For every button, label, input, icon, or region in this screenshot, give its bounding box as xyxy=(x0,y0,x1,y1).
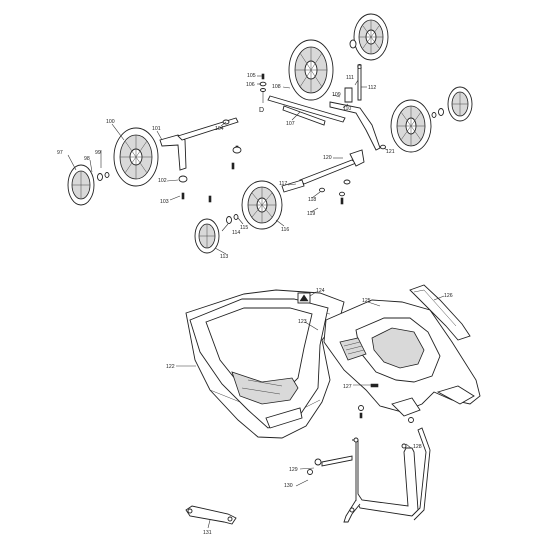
callout-107: 107 xyxy=(286,121,295,127)
wheel-lower-center xyxy=(241,180,283,230)
wheel-center-large xyxy=(288,39,334,101)
callout-111: 111 xyxy=(346,75,354,81)
callout-102: 102 xyxy=(158,178,167,184)
fasteners-lower xyxy=(307,383,414,513)
carry-strap xyxy=(185,505,237,525)
callout-109: 109 xyxy=(332,92,341,98)
callout-labels: 97 98 99 100 101 102 103 104 105 106 107… xyxy=(57,64,453,536)
callout-117: 117 xyxy=(279,181,287,187)
callout-103: 103 xyxy=(160,199,169,205)
callout-98: 98 xyxy=(84,156,90,162)
callout-118: 118 xyxy=(308,197,316,203)
callout-119: 119 xyxy=(307,211,315,217)
hubcap-far-left xyxy=(67,164,110,206)
callout-97: 97 xyxy=(57,150,63,156)
callout-110: 110 xyxy=(343,106,351,112)
hubcap-far-right xyxy=(431,86,473,122)
leader-lines-lower xyxy=(176,291,445,529)
callout-121: 121 xyxy=(386,149,395,155)
callout-127: 127 xyxy=(343,384,352,390)
callout-104: 104 xyxy=(215,126,224,132)
callout-124: 124 xyxy=(316,288,325,294)
callout-130: 130 xyxy=(284,483,293,489)
wheel-left-large xyxy=(113,127,159,187)
warning-label xyxy=(297,292,311,304)
wheel-right-middle xyxy=(390,99,432,153)
leader-lines-upper xyxy=(67,75,388,255)
callout-116: 116 xyxy=(281,227,289,233)
callout-106: 106 xyxy=(246,82,255,88)
callout-120: 120 xyxy=(323,155,332,161)
grass-box-handle xyxy=(409,284,471,341)
callout-99: 99 xyxy=(95,150,101,156)
axle-rods xyxy=(159,64,381,193)
callout-114: 114 xyxy=(232,230,240,236)
grass-box-lid xyxy=(323,299,481,417)
grass-catcher-bag xyxy=(189,298,329,429)
wheel-top-right xyxy=(349,13,389,61)
callout-105: 105 xyxy=(247,73,256,79)
bag-frame-rod xyxy=(321,427,431,523)
callout-112: 112 xyxy=(368,85,376,91)
callout-115: 115 xyxy=(240,225,248,231)
callout-125: 125 xyxy=(362,298,371,304)
letter-c: C xyxy=(357,64,362,71)
callout-100: 100 xyxy=(106,119,115,125)
callout-123: 123 xyxy=(298,319,307,325)
callout-131: 131 xyxy=(203,530,212,536)
callout-101: 101 xyxy=(152,126,161,132)
callout-129: 129 xyxy=(289,467,298,473)
callout-113: 113 xyxy=(220,254,228,260)
callout-122: 122 xyxy=(166,364,175,370)
callout-108: 108 xyxy=(272,84,281,90)
callout-126: 126 xyxy=(444,293,453,299)
callout-128: 128 xyxy=(413,444,422,450)
letter-d: D xyxy=(259,107,264,114)
hubcap-lower-left xyxy=(194,214,239,254)
